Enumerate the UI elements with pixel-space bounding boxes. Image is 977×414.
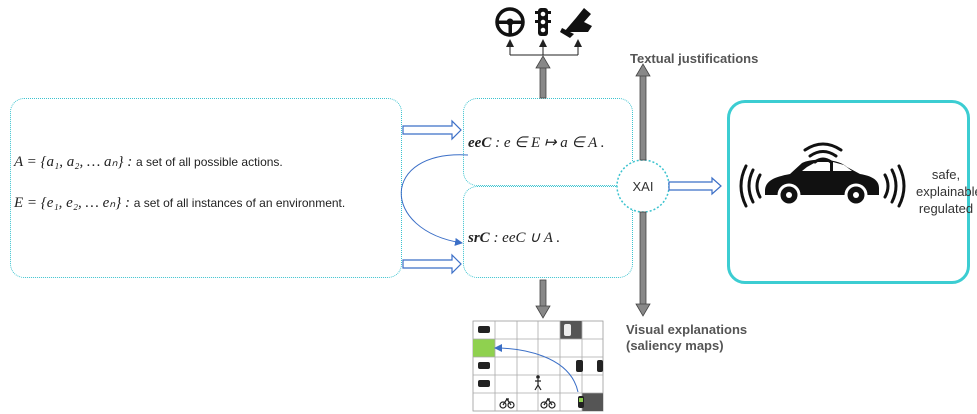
actions-description: a set of all possible actions. [136,155,283,169]
environment-definition: E = {e₁, e₂, … eₙ} : a set of all instan… [14,193,345,212]
dark-cell-bottom [582,393,603,411]
bicycle-icon [499,397,556,409]
control-branches [506,39,582,56]
traffic-light-icon [535,8,551,36]
actions-math: A = {a₁, a₂, … aₙ} : [14,154,133,170]
curved-arrow [400,154,469,246]
src-name: srC [468,230,490,246]
textual-justifications-label: Textual justifications [630,51,759,66]
up-arrow-controls [535,55,551,99]
wifi-signal-icon [803,142,843,164]
saliency-grid [472,320,604,412]
pedestrian-icon [534,375,542,391]
down-arrow-saliency [535,279,551,319]
xai-label: XAI [633,179,654,194]
property-regulated: regulated [918,201,974,216]
grid-car-icon [478,324,603,387]
vehicle-panel [727,100,970,284]
environment-description: a set of all instances of an environment… [133,196,346,210]
visual-label-line1: Visual explanations [626,322,748,337]
left-waves-icon [739,164,762,208]
hollow-arrow-xai-car [668,176,722,196]
src-panel [463,186,633,278]
grid-green-car-icon [578,396,584,408]
hollow-arrow-eec [402,119,462,141]
highlighted-cell [473,339,495,357]
xai-up-arrow [635,63,651,161]
environment-math: E = {e₁, e₂, … eₙ} : [14,195,130,211]
hollow-arrow-src [402,253,462,275]
vehicle-properties: safe, explainable regulated [916,166,977,217]
eec-name: eeC [468,135,492,151]
src-formula: : eeC ∪ A . [493,230,561,246]
steering-wheel-icon [495,7,525,37]
right-waves-icon [883,164,906,208]
eec-formula: : e ∈ E ↦ a ∈ A . [495,135,605,151]
eec-panel [463,98,633,186]
actions-definition: A = {a₁, a₂, … aₙ} : a set of all possib… [14,152,283,171]
visual-explanations-label: Visual explanations (saliency maps) [626,322,747,354]
pedal-icon [560,8,592,38]
visual-label-line2: (saliency maps) [626,338,724,353]
eec-definition: eeC : e ∈ E ↦ a ∈ A . [468,133,604,152]
xai-down-arrow [635,211,651,317]
src-definition: srC : eeC ∪ A . [468,228,560,247]
property-safe: safe, [931,167,961,182]
car-icon [765,159,879,207]
property-explainable: explainable [916,184,977,199]
saliency-path [494,344,579,393]
